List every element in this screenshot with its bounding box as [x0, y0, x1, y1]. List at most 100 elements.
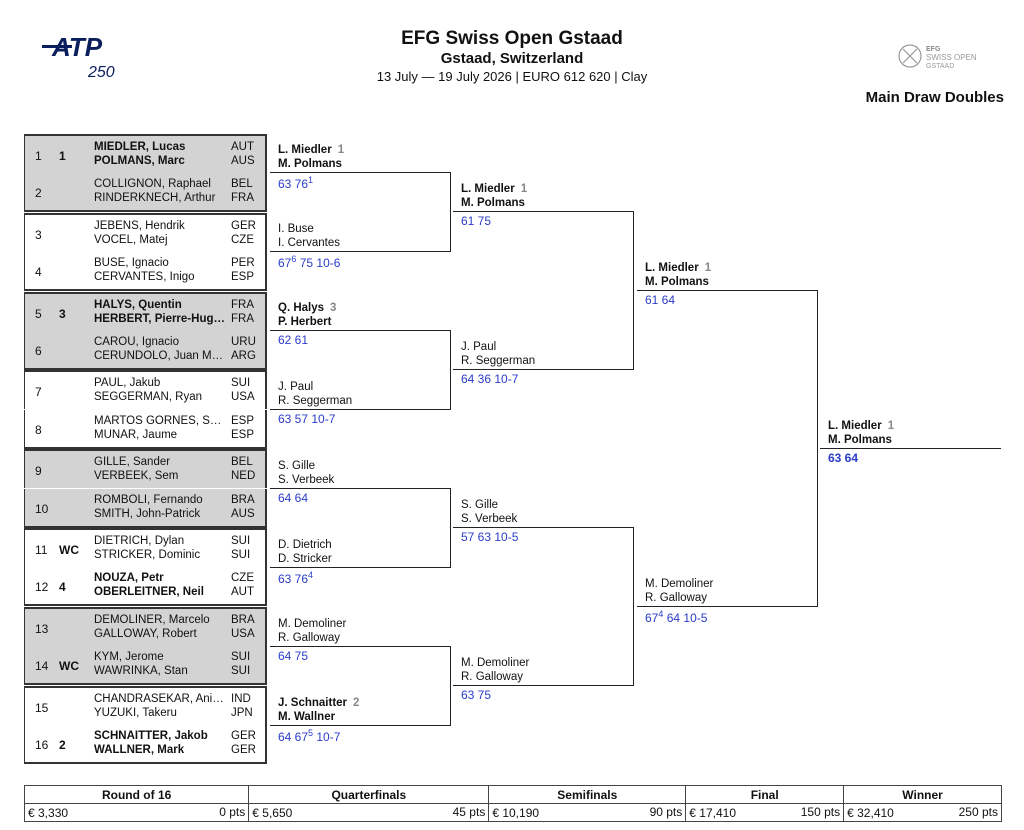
winner-seed: 1	[337, 144, 345, 156]
country-code: BRA	[231, 493, 255, 506]
match-score: 63 761	[278, 175, 313, 191]
country-code: SUI	[231, 549, 251, 561]
prize-money: € 17,410	[689, 805, 736, 820]
bracket-line	[453, 527, 633, 528]
country-code: FRA	[231, 312, 254, 325]
prize-money: € 3,330	[28, 805, 69, 820]
country-code: GER	[231, 219, 256, 232]
bracket-line	[633, 527, 634, 686]
winner-name: S. Gille	[278, 460, 315, 472]
winner-name-1: M. Demoliner	[278, 618, 347, 630]
score-main: 67	[645, 611, 659, 625]
draw-position: 2	[35, 186, 42, 201]
tiebreak-score: 5	[308, 728, 314, 738]
score-main: 62 61	[278, 333, 309, 347]
player-name: GALLOWAY, Robert	[94, 627, 197, 640]
score-main: 63 76	[278, 572, 309, 586]
prize-money-table: Round of 16 Quarterfinals Semifinals Fin…	[23, 785, 1002, 822]
draw-position: 15	[35, 700, 49, 715]
seed-label: 4	[59, 580, 66, 595]
draw-position: 12	[35, 580, 49, 595]
player-name: CAROU, Ignacio	[94, 336, 180, 348]
country-code: CZE	[231, 233, 254, 246]
player-name: PAUL, Jakub	[94, 377, 161, 390]
bracket-line	[450, 488, 451, 568]
player-name: WAWRINKA, Stan	[94, 665, 188, 678]
bracket-line	[453, 369, 633, 370]
tiebreak-score: 4	[308, 570, 314, 580]
draw-position: 11	[35, 543, 48, 557]
tournament-title: EFG Swiss Open Gstaad	[401, 28, 623, 49]
round-header: Winner	[843, 785, 1002, 804]
match-score: 61 64	[645, 293, 675, 307]
winner-name-2: M. Wallner	[278, 711, 336, 723]
country-code: ARG	[231, 350, 256, 362]
tour-logo-line-1: EFG	[926, 46, 941, 53]
match-score: 676 75 10-6	[278, 254, 340, 270]
draw-position: 9	[35, 464, 42, 479]
player-name: CHANDRASEKAR, Anirudh	[94, 692, 226, 705]
country-code: ESP	[231, 271, 255, 284]
player-name: HERBERT, Pierre-Hugues	[94, 312, 226, 325]
prize-header-row: Round of 16 Quarterfinals Semifinals Fin…	[23, 785, 1002, 804]
bracket-line	[270, 488, 450, 489]
match-score: 64 75	[278, 649, 308, 663]
winner-name: M. Demoliner	[645, 578, 713, 590]
draw-position: 1	[35, 149, 42, 163]
match-score: 62 61	[278, 333, 308, 347]
country-code: SUI	[231, 665, 251, 678]
player-name: OBERLEITNER, Neil	[94, 586, 204, 599]
prize-points: 0 pts	[219, 805, 246, 819]
winner-name: D. Dietrich	[278, 539, 332, 551]
swiss-open-logo: EFG SWISS OPEN GSTAAD	[898, 42, 990, 72]
winner-name-1: S. Gille	[461, 499, 499, 511]
country-code: BEL	[231, 178, 253, 191]
country-code: SUI	[231, 535, 251, 547]
player-name: MIEDLER, Lucas	[94, 141, 186, 153]
winner-name-1: J. Paul	[461, 341, 497, 353]
winner-seed: 3	[330, 302, 337, 314]
winner-name-2: R. Seggerman	[461, 355, 536, 367]
atp-logo-number: 250	[87, 64, 115, 81]
match-score: 674 64 10-5	[645, 609, 707, 625]
player-name: POLMANS, Marc	[94, 155, 185, 167]
country-code: JPN	[231, 706, 253, 719]
winner-name-2: I. Cervantes	[278, 237, 340, 249]
player-name: NOUZA, Petr	[94, 572, 164, 585]
tournament-info: 13 July — 19 July 2026 | EURO 612 620 | …	[376, 69, 648, 84]
match-score: 64 36 10-7	[461, 372, 518, 386]
winner-seed: 1	[704, 262, 712, 274]
score-main: 64 67	[278, 730, 309, 744]
country-code: AUS	[231, 507, 255, 520]
country-code: FRA	[231, 192, 254, 205]
tournament-location: Gstaad, Switzerland	[440, 50, 584, 67]
score-main: 67	[278, 256, 292, 270]
country-code: USA	[231, 627, 255, 640]
player-name: VERBEEK, Sem	[94, 470, 179, 483]
draw-title: Main Draw Doubles	[865, 89, 1004, 106]
tiebreak-score: 6	[291, 254, 297, 264]
country-code: GER	[231, 730, 256, 742]
player-name: CERUNDOLO, Juan Manuel	[94, 350, 226, 362]
prize-money: € 5,650	[252, 805, 293, 820]
player-name: MUNAR, Jaume	[94, 428, 178, 441]
score-main: 57 63 10-5	[461, 530, 519, 544]
player-name: STRICKER, Dominic	[94, 549, 201, 561]
match-score: 64 64	[278, 491, 308, 505]
player-name: JEBENS, Hendrik	[94, 219, 185, 232]
prize-cell: € 3,330 0 pts	[23, 803, 250, 822]
country-code: PER	[231, 257, 255, 270]
draw-position: 13	[35, 621, 49, 636]
winner-name-1: L. Miedler	[645, 262, 699, 274]
draw-position: 4	[35, 265, 42, 280]
score-main: 63 64	[828, 451, 859, 465]
bracket-line	[270, 646, 450, 647]
